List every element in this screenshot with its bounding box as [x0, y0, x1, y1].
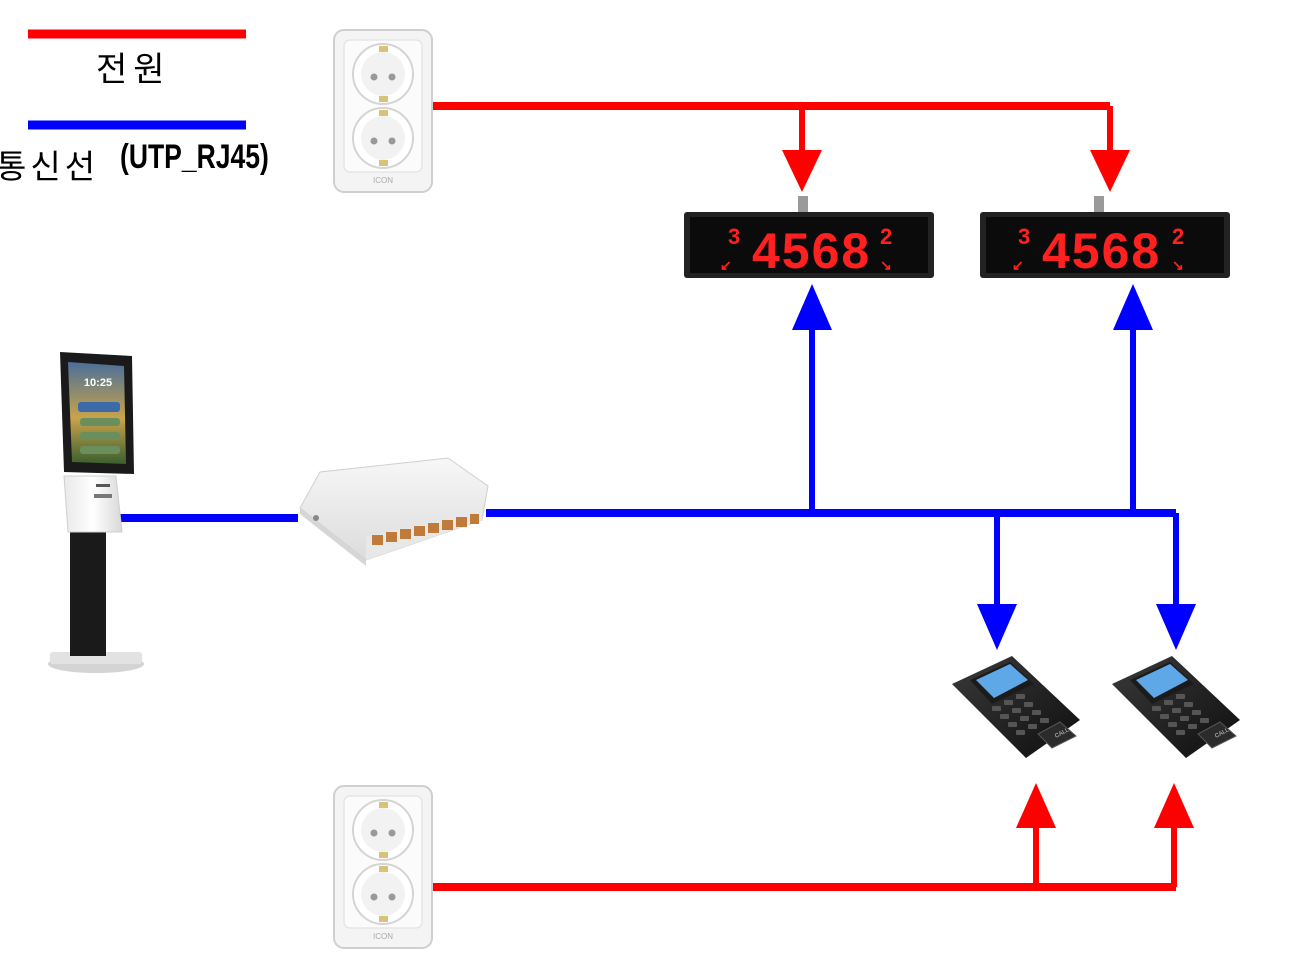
call-phone-2: CALL — [1112, 656, 1240, 758]
arrow-up-icon — [792, 284, 832, 330]
svg-text:↙: ↙ — [720, 257, 732, 273]
kiosk: 10:25 — [48, 352, 144, 673]
svg-text:2: 2 — [1172, 224, 1184, 249]
svg-text:3: 3 — [1018, 224, 1030, 249]
comm-wiring — [118, 284, 1196, 650]
svg-text:4568: 4568 — [752, 223, 871, 279]
svg-text:↘: ↘ — [1172, 257, 1184, 273]
legend-comm-label-cable: (UTP_RJ45) — [120, 138, 269, 176]
svg-text:↙: ↙ — [1012, 257, 1024, 273]
led-display-1: 3 ↙ 4568 2 ↘ — [684, 196, 934, 279]
arrow-down-icon — [782, 150, 822, 192]
svg-text:4568: 4568 — [1042, 223, 1161, 279]
arrow-down-icon — [1156, 604, 1196, 650]
power-outlet-bottom: ICON — [333, 785, 433, 949]
svg-text:10:25: 10:25 — [84, 377, 112, 389]
led-display-2: 3 ↙ 4568 2 ↘ — [980, 196, 1230, 279]
arrow-up-icon — [1154, 783, 1194, 828]
svg-text:2: 2 — [880, 224, 892, 249]
svg-text:ICON: ICON — [373, 176, 393, 185]
arrow-down-icon — [977, 604, 1017, 650]
power-wiring-top — [428, 102, 1130, 192]
ethernet-ports — [372, 514, 479, 545]
arrow-up-icon — [1113, 284, 1153, 330]
power-outlet-top: ICON — [333, 29, 433, 193]
arrow-down-icon — [1090, 150, 1130, 192]
power-wiring-bottom — [432, 783, 1194, 891]
svg-text:↘: ↘ — [880, 257, 892, 273]
call-phone-1: CALL — [952, 656, 1080, 758]
legend-comm-label: 통신선 — [0, 147, 100, 186]
network-switch — [299, 457, 489, 566]
legend-power-label: 전원 — [96, 50, 171, 90]
svg-text:ICON: ICON — [373, 932, 393, 941]
svg-text:3: 3 — [728, 224, 740, 249]
arrow-up-icon — [1016, 783, 1056, 828]
